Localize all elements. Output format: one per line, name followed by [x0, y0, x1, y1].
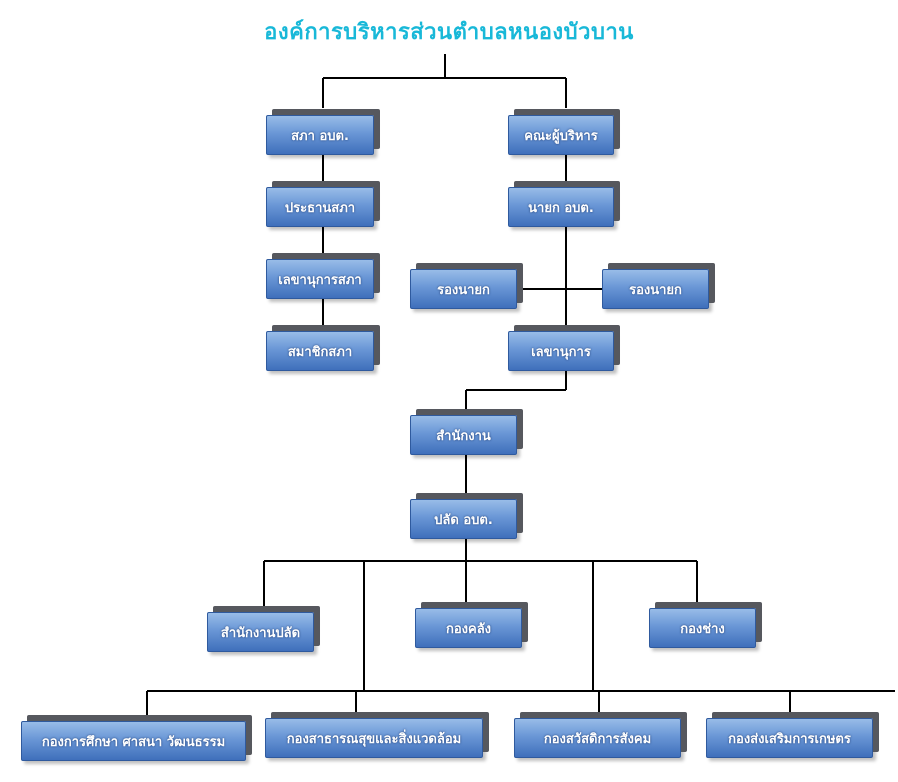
node-samnak: สำนักงาน [410, 415, 517, 455]
node-rong-nayok-right: รองนายก [602, 269, 709, 309]
node-klang: กองคลัง [415, 608, 522, 648]
node-samnak-palad: สำนักงานปลัด [207, 612, 314, 652]
node-sawatdikan: กองสวัสดิการสังคม [514, 718, 681, 758]
node-sapha: สภา อบต. [266, 115, 374, 155]
node-lekha-sapha: เลขานุการสภา [266, 259, 374, 299]
node-prathan: ประธานสภา [266, 187, 374, 227]
node-nayok: นายก อบต. [508, 187, 614, 227]
node-suksa: กองการศึกษา ศาสนา วัฒนธรรม [21, 721, 246, 761]
node-satharanasuk: กองสาธารณสุขและสิ่งแวดล้อม [265, 718, 483, 758]
node-chang: กองช่าง [649, 608, 756, 648]
org-title: องค์การบริหารส่วนตำบลหนองบัวบาน [264, 19, 634, 45]
node-khana: คณะผู้บริหาร [508, 115, 614, 155]
node-kaset: กองส่งเสริมการเกษตร [706, 718, 873, 758]
node-lekha: เลขานุการ [508, 331, 614, 371]
node-palad: ปลัด อบต. [410, 499, 517, 539]
node-samachik: สมาชิกสภา [266, 331, 374, 371]
node-rong-nayok-left: รองนายก [410, 269, 517, 309]
